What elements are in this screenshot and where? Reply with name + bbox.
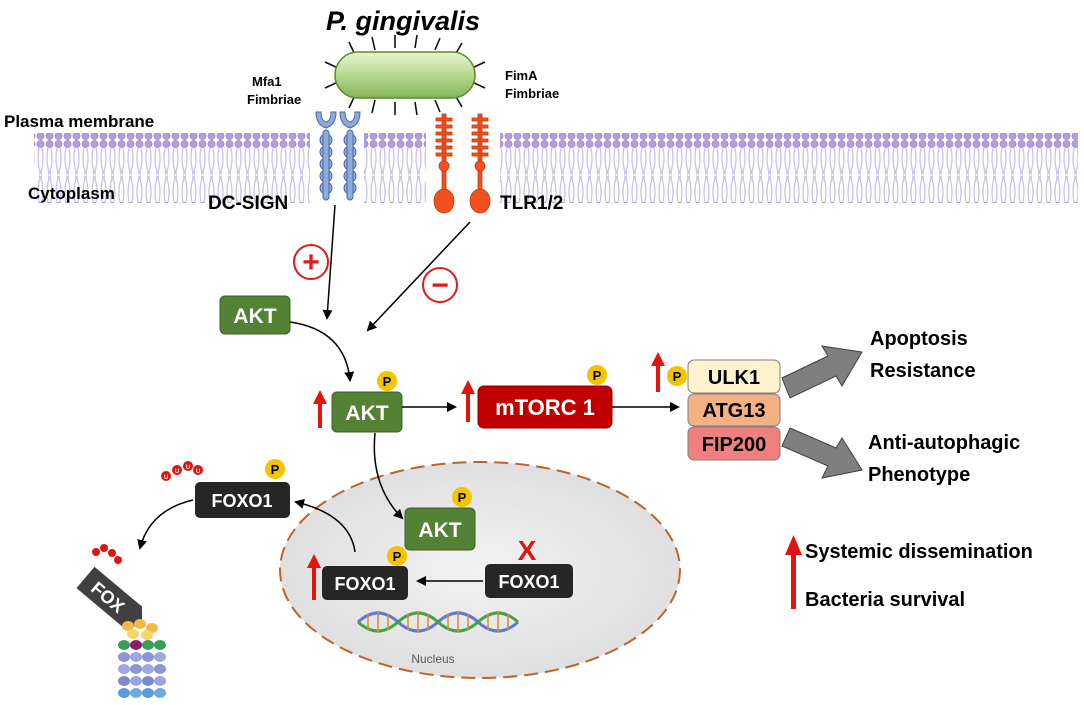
- svg-text:AKT: AKT: [345, 402, 388, 425]
- phospho-badge: P: [265, 459, 285, 479]
- svg-text:U: U: [175, 469, 179, 475]
- foxo1-unphosphorylated-node: FOXO1: [485, 564, 573, 598]
- svg-text:P: P: [593, 368, 602, 383]
- activation-plus-icon: +: [293, 244, 329, 280]
- dc-sign-receptor-icon: [315, 111, 361, 201]
- red-up-arrow-icon: [651, 352, 665, 392]
- autophagy-outcome-arrow: [781, 427, 863, 479]
- proteasome-icon: [118, 619, 166, 698]
- fima-fimbriae-label: Fimbriae: [505, 86, 559, 101]
- foxo1-phosphorylated-nuclear-node: FOXO1: [322, 566, 408, 600]
- plasma-membrane: [34, 133, 1078, 203]
- svg-text:P: P: [383, 374, 392, 389]
- phospho-badge: P: [387, 546, 407, 566]
- svg-text:U: U: [196, 469, 200, 475]
- mfa1-fimbriae-label: Fimbriae: [247, 92, 301, 107]
- apoptosis-outcome-arrow: [781, 345, 863, 399]
- nucleus: Nucleus: [279, 461, 681, 679]
- phospho-badge: P: [587, 365, 607, 385]
- svg-text:ULK1: ULK1: [708, 367, 760, 389]
- svg-text:P: P: [673, 369, 682, 384]
- svg-text:P: P: [271, 462, 280, 477]
- svg-text:ATG13: ATG13: [703, 400, 766, 422]
- red-up-arrow-icon: [313, 390, 327, 428]
- foxo1-nuclear-export-arrow: [294, 499, 356, 553]
- dc-sign-label: DC-SIGN: [208, 193, 288, 214]
- svg-text:P: P: [458, 490, 467, 505]
- bacterium-icon: [324, 34, 486, 116]
- fima-label: FimA: [505, 68, 538, 83]
- svg-text:−: −: [431, 269, 449, 302]
- foxo1-degradation-arrow: [137, 499, 194, 550]
- anti-autophagic-label: Anti-autophagic: [868, 432, 1020, 454]
- red-up-arrow-icon: [785, 535, 802, 609]
- akt-nuclear-node: AKT: [404, 507, 476, 551]
- fip200-node: FIP200: [687, 426, 781, 461]
- resistance-label: Resistance: [870, 360, 976, 382]
- inactivation-x-icon: X: [518, 535, 537, 566]
- apoptosis-label: Apoptosis: [870, 328, 968, 350]
- svg-text:FOXO1: FOXO1: [498, 572, 559, 592]
- svg-text:U: U: [186, 465, 190, 471]
- phenotype-label: Phenotype: [868, 464, 970, 486]
- mfa1-label: Mfa1: [252, 74, 282, 89]
- inhibition-minus-icon: −: [422, 267, 458, 303]
- cytoplasm-label: Cytoplasm: [28, 184, 115, 203]
- atg13-node: ATG13: [687, 393, 781, 427]
- svg-text:FOXO1: FOXO1: [211, 491, 272, 511]
- svg-text:P: P: [393, 549, 402, 564]
- svg-text:FOXO1: FOXO1: [334, 574, 395, 594]
- legend: Systemic dissemination Bacteria survival: [785, 535, 1033, 611]
- svg-text:mTORC 1: mTORC 1: [495, 395, 595, 420]
- tlr-signal-arrow: [366, 221, 471, 332]
- svg-text:AKT: AKT: [233, 305, 276, 328]
- dna-helix-icon: [356, 611, 520, 633]
- phospho-badge: P: [377, 371, 397, 391]
- svg-text:U: U: [164, 475, 168, 481]
- akt-unphosphorylated-node: AKT: [219, 295, 291, 335]
- foxo1-cytoplasmic-node: FOXO1: [195, 482, 290, 518]
- svg-text:AKT: AKT: [418, 519, 461, 542]
- phospho-badge: P: [452, 487, 472, 507]
- svg-text:+: +: [302, 246, 320, 279]
- tlr-receptor-icon: [433, 113, 491, 214]
- phospho-badge: P: [667, 366, 687, 386]
- akt-phosphorylated-node: AKT: [331, 391, 403, 433]
- legend-systemic-dissemination: Systemic dissemination: [805, 541, 1033, 563]
- ulk1-node: ULK1: [687, 359, 781, 394]
- svg-text:FIP200: FIP200: [702, 434, 766, 456]
- akt-nuclear-translocation-arrow: [373, 432, 404, 520]
- nucleus-label: Nucleus: [411, 652, 454, 666]
- mtorc1-node: mTORC 1: [477, 385, 613, 429]
- legend-bacteria-survival: Bacteria survival: [805, 589, 965, 611]
- red-up-arrow-icon: [307, 554, 321, 600]
- tlr-label: TLR1/2: [500, 193, 563, 214]
- ubiquitin-chain-icon: U U U U: [161, 461, 203, 481]
- title: P. gingivalis: [326, 6, 480, 36]
- akt-phosphorylation-arrow: [289, 321, 355, 382]
- plasma-membrane-label: Plasma membrane: [4, 112, 154, 131]
- ubiquitin-chain-icon: [92, 544, 122, 564]
- red-up-arrow-icon: [461, 380, 475, 422]
- dcsign-signal-arrow: [322, 204, 336, 320]
